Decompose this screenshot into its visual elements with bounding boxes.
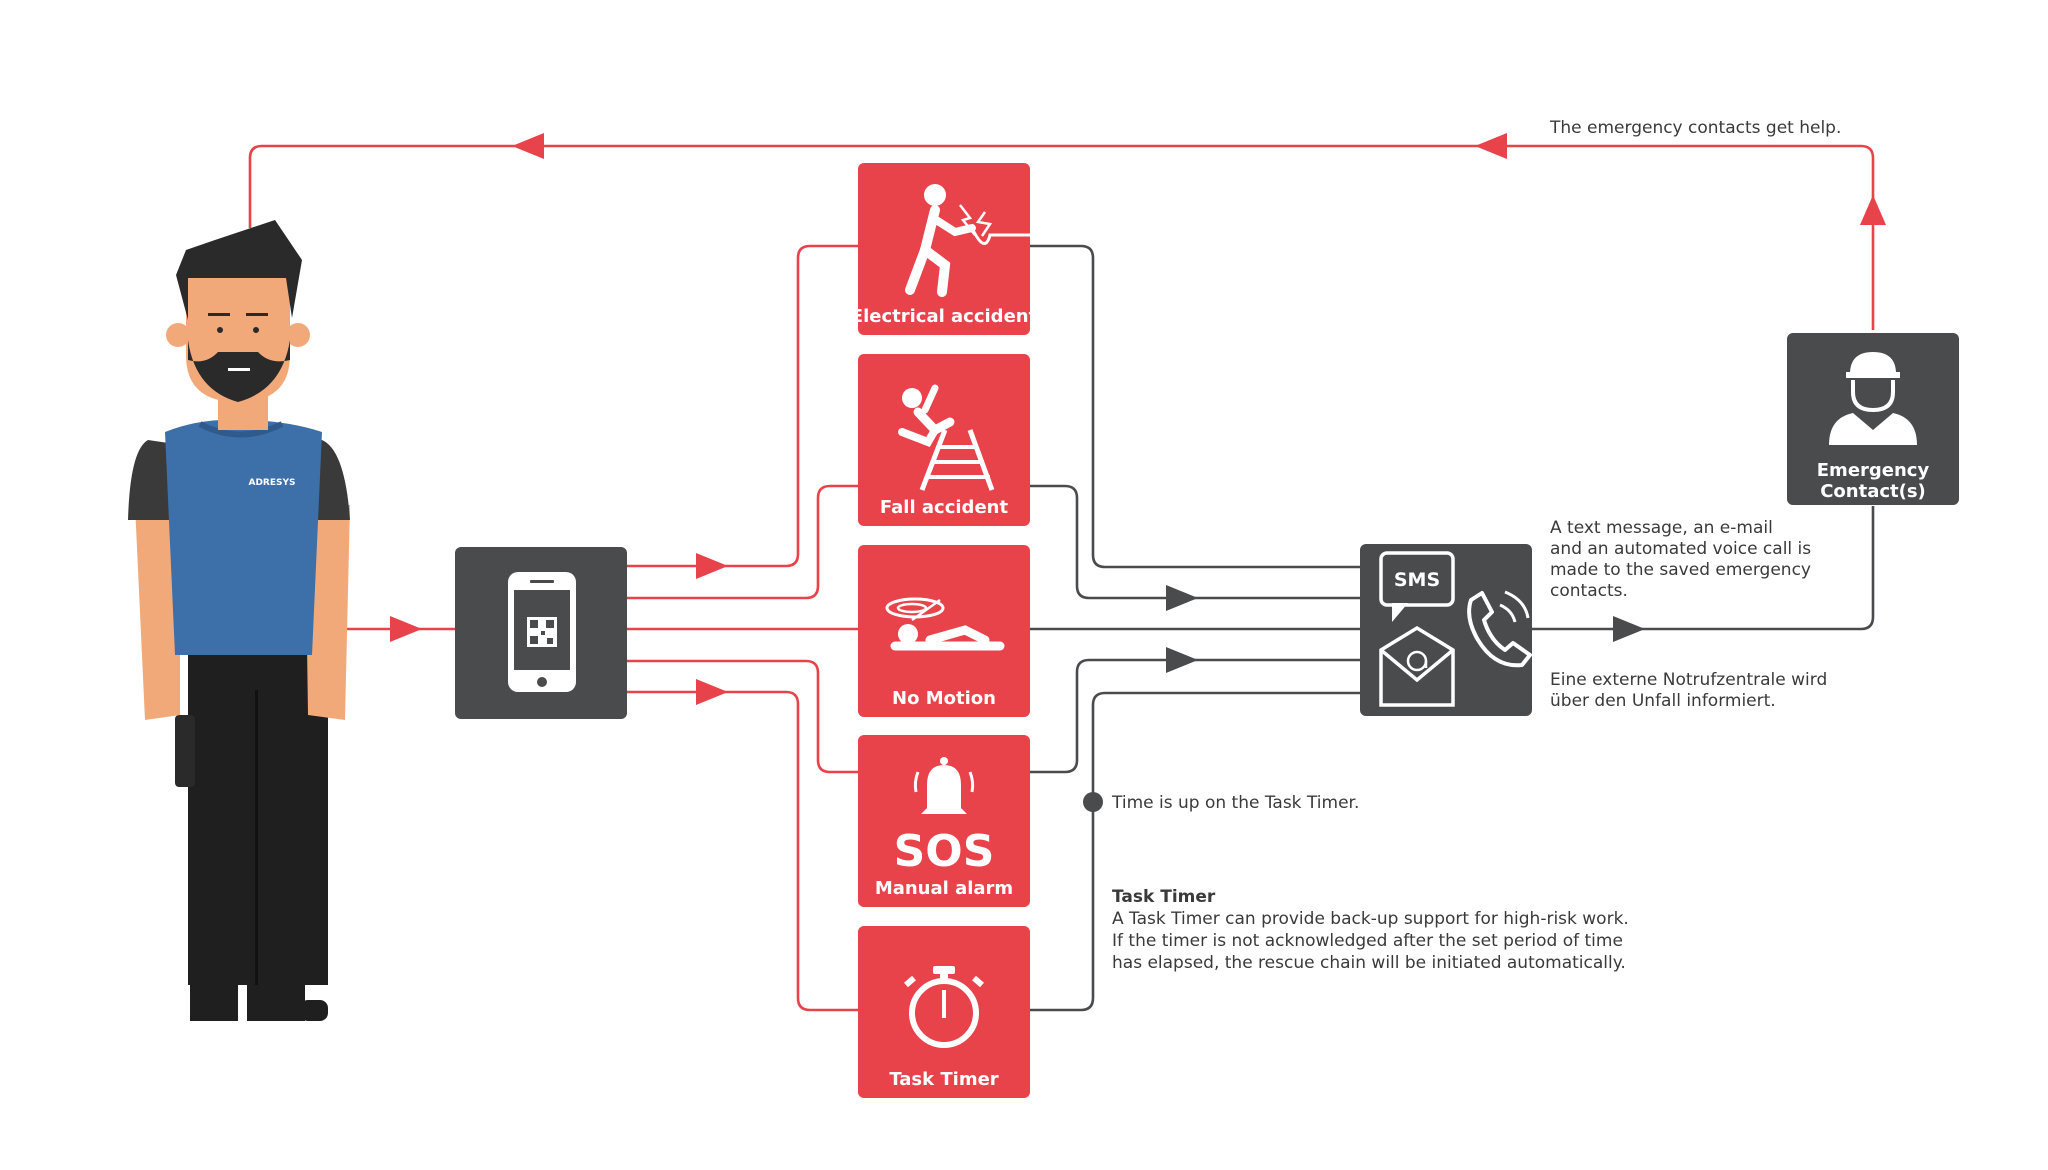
smartphone-tile [455,547,627,719]
alarm-label: Task Timer [889,1069,998,1090]
note-line: A Task Timer can provide back-up support… [1112,909,1629,929]
fall-to-hub-line [1028,484,1360,600]
sos-text: SOS [894,826,995,877]
belt-radio [175,715,195,787]
person-lying-icon [885,597,1005,651]
note-task-timer: Task Timer A Task Timer can provide back… [1112,887,1629,973]
fall-from-ladder-icon [898,384,995,491]
contact-label-line1: Emergency [1817,460,1930,481]
electrical-to-hub-line [1028,244,1360,569]
arrow-right-icon [696,679,728,705]
sos-bell-icon [913,757,975,814]
phone-to-timer-line [625,690,858,1012]
note-line: made to the saved emergency [1550,560,1811,580]
note-timer-up: Time is up on the Task Timer. [1111,793,1359,813]
shirt-logo: ADRESYS [249,478,296,488]
alarm-tile-timer: Task Timer [858,926,1030,1098]
alarm-label: Fall accident [880,497,1009,518]
note-contacts-get-help: The emergency contacts get help. [1549,118,1841,138]
task-timer-title: Task Timer [1112,887,1216,907]
phone-to-sos-line [625,659,858,774]
annotations: The emergency contacts get help. A text … [1111,118,1841,973]
shirt [165,419,322,655]
alarm-label: Manual alarm [875,878,1013,899]
arrow-right-icon [1166,585,1198,611]
sms-bubble-icon: SMS [1379,551,1455,622]
left-arm [135,505,180,720]
sms-label: SMS [1394,569,1440,591]
connectors [248,133,1886,1012]
hub-to-contact-line [1532,506,1875,631]
stopwatch-icon [904,966,984,1048]
arrow-left-icon [1475,133,1507,159]
alarm-tile-electrical: Electrical accident [851,163,1038,335]
arrow-right-icon [1166,647,1198,673]
note-line: and an automated voice call is [1550,539,1811,559]
alarm-tile-sos: SOS Manual alarm [858,735,1030,907]
left-shoe [190,985,238,1021]
hair [176,220,302,320]
alarm-label: Electrical accident [851,306,1038,327]
arrow-up-icon [1860,195,1886,225]
worker-figure: ADRESYS [128,220,350,1021]
arrow-right-icon [390,616,422,642]
note-line: Eine externe Notrufzentrale wird [1550,670,1827,690]
note-line: contacts. [1550,581,1628,601]
arrow-right-icon [1613,616,1645,642]
phone-to-electrical-line [625,244,858,568]
phone-to-fall-line [625,484,858,600]
note-line: A text message, an e-mail [1550,518,1773,538]
alarm-tile-fall: Fall accident [858,354,1030,526]
note-hub-description: A text message, an e-mail and an automat… [1550,518,1811,601]
note-line: has elapsed, the rescue chain will be in… [1112,953,1626,973]
note-hub-description-de: Eine externe Notrufzentrale wird über de… [1550,670,1827,711]
right-shoe [247,985,305,1021]
communication-hub: SMS [1360,544,1532,716]
contact-person-icon [1829,352,1917,445]
return-line-top [248,144,1875,330]
alarm-tile-nomotion: No Motion [858,545,1030,717]
emergency-contact-tile: Emergency Contact(s) [1787,333,1959,505]
email-envelope-icon [1379,625,1455,707]
arrow-right-icon [696,553,728,579]
contact-label-line2: Contact(s) [1820,481,1926,502]
alarm-label: No Motion [892,688,996,709]
timer-up-dot [1083,792,1103,812]
timer-to-hub-line [1028,691,1360,1012]
phone-icon [1467,590,1532,668]
sos-to-hub-line [1028,658,1360,774]
note-line: If the timer is not acknowledged after t… [1112,931,1623,951]
electrical-accident-icon [905,184,1030,297]
note-line: über den Unfall informiert. [1550,691,1776,711]
arrow-left-icon [512,133,544,159]
